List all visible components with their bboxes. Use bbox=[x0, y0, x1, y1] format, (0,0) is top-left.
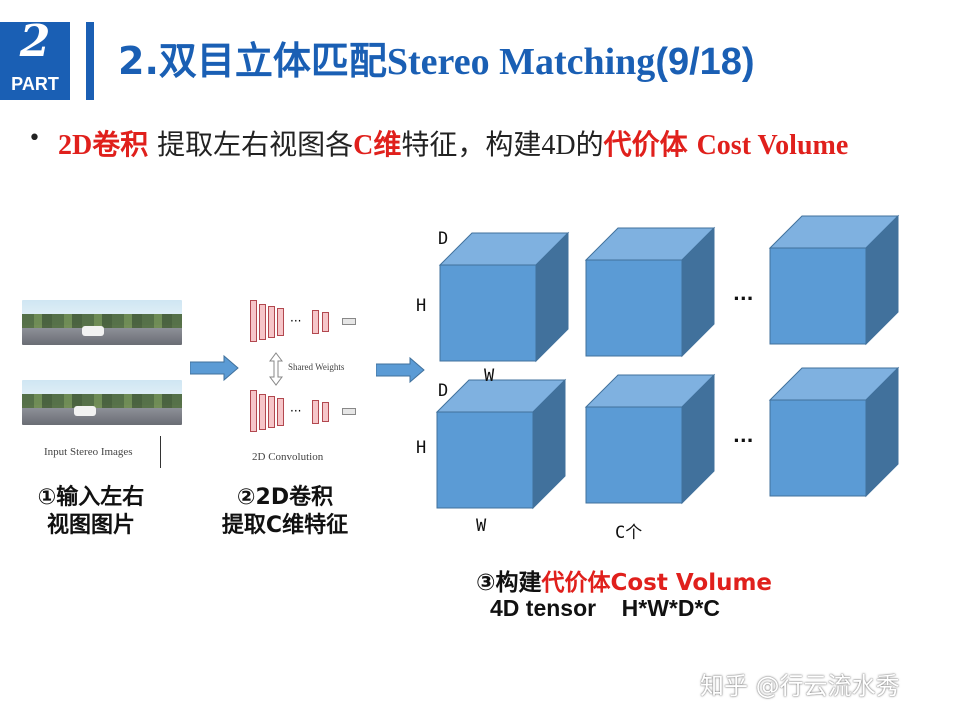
arrow-1 bbox=[190, 354, 239, 382]
tensor-shape-label: 4D tensor H*W*D*C bbox=[490, 595, 721, 621]
axis-d-top: D bbox=[438, 229, 449, 249]
step1-line1: ①输入左右 bbox=[37, 485, 145, 510]
cube-5 bbox=[584, 373, 716, 505]
bullet-cost-volume-cn: 代价体 bbox=[603, 128, 688, 161]
bullet-c-dim: C维 bbox=[353, 130, 402, 161]
c-count-label: C个 bbox=[615, 523, 643, 543]
cube-6 bbox=[768, 366, 900, 498]
input-stereo-caption: Input Stereo Images bbox=[44, 446, 133, 458]
axis-h-top: H bbox=[416, 296, 427, 316]
cube-1 bbox=[438, 231, 570, 363]
title-chinese: 2.双目立体匹配 bbox=[118, 39, 387, 83]
step1-label: ①输入左右 视图图片 bbox=[16, 484, 166, 540]
ellipsis-top: ... bbox=[733, 284, 754, 305]
cube-4 bbox=[435, 378, 567, 510]
bullet-4d: 4D bbox=[541, 130, 576, 161]
title-accent-bar bbox=[86, 22, 94, 100]
slide-title: 2.双目立体匹配Stereo Matching(9/18) bbox=[118, 36, 755, 87]
part-badge: 2 PART bbox=[0, 16, 70, 100]
axis-d-bottom: D bbox=[438, 381, 449, 401]
step2-line1: ②2D卷积 bbox=[236, 485, 334, 510]
part-number: 2 bbox=[19, 16, 51, 67]
right-stereo-image bbox=[22, 380, 182, 425]
bullet-extract: 提取左右视图各 bbox=[157, 128, 354, 161]
step3-cost-volume: 代价体Cost Volume bbox=[541, 570, 773, 596]
axis-w-bottom: W bbox=[476, 516, 487, 536]
ellipsis-bottom: ... bbox=[733, 426, 754, 447]
arrow-2 bbox=[376, 356, 425, 384]
bullet-of: 的 bbox=[575, 128, 604, 161]
shared-weights-arrow bbox=[269, 352, 283, 386]
bullet-feature: 特征，构建 bbox=[401, 128, 542, 161]
title-page-count: (9/18) bbox=[655, 41, 755, 83]
axis-w-top: W bbox=[484, 366, 495, 386]
cube-2 bbox=[584, 226, 716, 358]
watermark: 知乎 @行云流水秀 bbox=[700, 672, 900, 700]
shared-weights-label: Shared Weights bbox=[288, 362, 345, 372]
bullet-text: 2D卷积 提取左右视图各C维特征，构建4D的代价体 Cost Volume bbox=[58, 122, 948, 169]
axis-h-bottom: H bbox=[416, 438, 427, 458]
cube-3 bbox=[768, 214, 900, 346]
step2-label: ②2D卷积 提取C维特征 bbox=[200, 484, 370, 540]
left-stereo-image bbox=[22, 300, 182, 345]
title-english: Stereo Matching bbox=[386, 41, 656, 83]
step3-label: ③构建代价体Cost Volume bbox=[476, 563, 772, 597]
step2-line2: 提取C维特征 bbox=[221, 513, 349, 538]
step1-line2: 视图图片 bbox=[46, 513, 135, 538]
part-label: PART bbox=[11, 74, 59, 94]
caption-divider bbox=[160, 436, 161, 468]
bullet-cost-volume-en: Cost Volume bbox=[696, 130, 849, 161]
bullet-dot: • bbox=[28, 126, 41, 151]
bullet-2d-conv: 2D卷积 bbox=[58, 130, 149, 161]
step3-prefix: ③构建 bbox=[476, 570, 542, 596]
conv-network: ··· ··· bbox=[240, 290, 360, 470]
conv-caption: 2D Convolution bbox=[252, 451, 324, 463]
